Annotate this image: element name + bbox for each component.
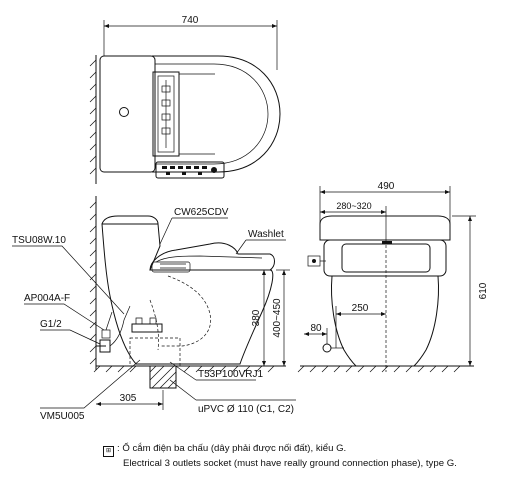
pipe-label: uPVC Ø 110 (C1, C2) [198, 404, 294, 415]
pipe-offset-dim: 250 [352, 303, 369, 314]
valve-label: TSU08W.10 [12, 235, 66, 246]
rough-in-dim: 305 [120, 393, 137, 404]
top-width-dim: 740 [182, 15, 199, 26]
hose-label: AP004A-F [24, 293, 70, 304]
flange-label: VM5U005 [40, 411, 85, 422]
washlet-label: Washlet [248, 229, 284, 240]
offset-dim: 280~320 [336, 201, 371, 211]
inlet-height-dim: 400~450 [272, 298, 283, 338]
socket-height-dim: 80 [310, 323, 322, 334]
socket [307, 255, 326, 267]
remote-panel [155, 161, 225, 179]
outlet-socket-icon: ⊞ [103, 446, 114, 457]
drain-label: T53P100VRJ1 [198, 369, 263, 380]
note-line-1: : Ổ cắm điện ba chấu (dây phải được nối … [117, 443, 347, 454]
front-view: 490 280~320 250 [297, 181, 489, 373]
top-view: 740 [89, 15, 281, 184]
note-line-2: Electrical 3 outlets socket (must have r… [123, 458, 457, 469]
flush-button [119, 107, 129, 117]
seat-height-dim: 380 [251, 309, 262, 326]
front-width-dim: 490 [378, 181, 395, 192]
front-height-dim: 610 [478, 282, 489, 299]
side-view: 305 380 400~450 CW625CDV Washlet TSU08W.… [12, 196, 296, 422]
thread-label: G1/2 [40, 319, 62, 330]
seat-model-label: CW625CDV [174, 207, 229, 218]
socket-note: ⊞: Ổ cắm điện ba chấu (dây phải được nối… [103, 442, 503, 470]
